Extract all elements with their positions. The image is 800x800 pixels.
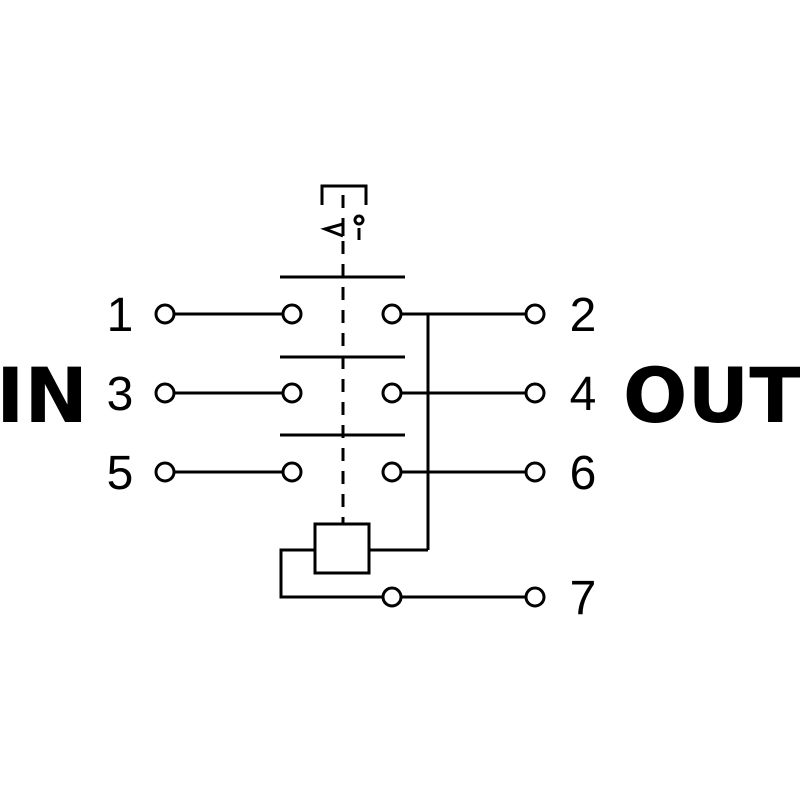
wires xyxy=(165,312,535,599)
terminal-label-4: 4 xyxy=(570,368,597,421)
coil-box xyxy=(313,522,371,575)
contact-bars xyxy=(280,275,405,437)
out-label: OUT xyxy=(623,351,800,440)
terminal-label-3: 3 xyxy=(107,368,134,421)
terminal-label-1: 1 xyxy=(107,289,134,342)
terminal-label-6: 6 xyxy=(570,447,597,500)
terminal-label-5: 5 xyxy=(107,447,134,500)
terminal-label-7: 7 xyxy=(570,572,597,625)
terminal-circles xyxy=(154,303,546,608)
in-label: IN xyxy=(0,351,88,440)
terminal-label-2: 2 xyxy=(570,289,597,342)
actuator-symbol xyxy=(320,184,368,240)
